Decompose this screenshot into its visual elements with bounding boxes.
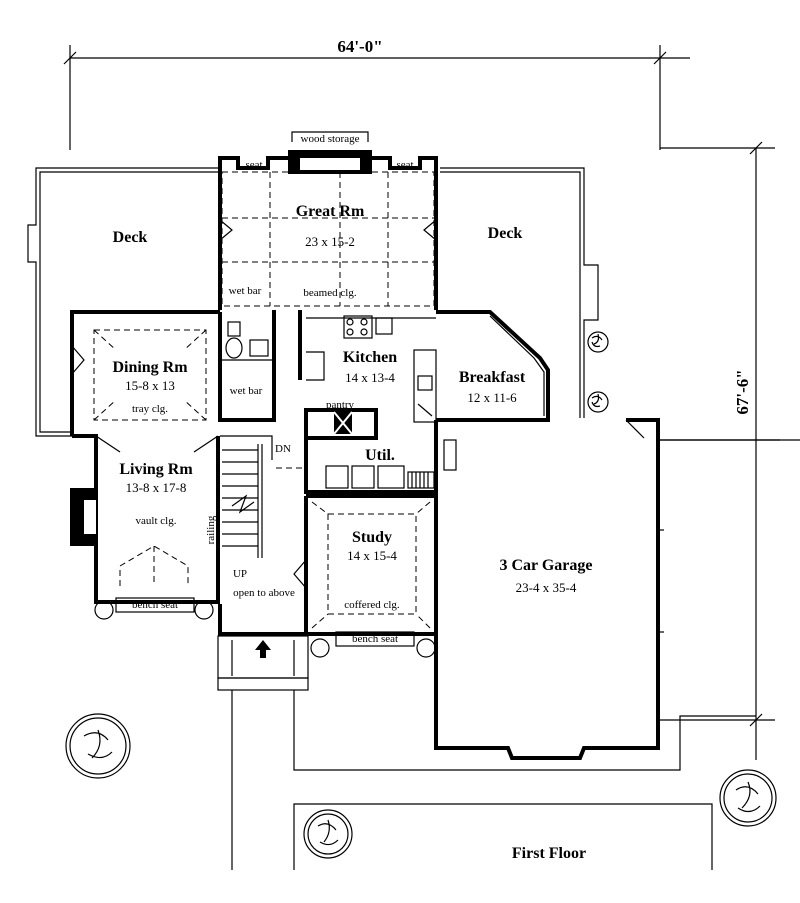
tree-icon [65, 713, 777, 859]
breakfast-name: Breakfast [459, 369, 526, 386]
up-label: UP [233, 568, 247, 580]
bench-seat-right-label: bench seat [352, 633, 398, 645]
deck-right [440, 167, 599, 418]
util-grill [407, 471, 435, 489]
wood-storage-label: wood storage [301, 133, 360, 145]
deck-right-name: Deck [488, 225, 523, 242]
seat-right-label: seat [396, 159, 413, 171]
util-name: Util. [365, 447, 395, 464]
great-room-walls [218, 131, 438, 310]
deck-left-name: Deck [113, 229, 148, 246]
pantry-label: pantry [326, 399, 355, 411]
overall-width-label: 64'-0" [337, 37, 382, 56]
kitchen-size: 14 x 13-4 [345, 370, 395, 385]
dining-room-walls [70, 310, 220, 436]
dining-room-note: tray clg. [132, 403, 168, 415]
kitchen-walls [298, 310, 437, 423]
seat-left-label: seat [245, 159, 262, 171]
great-room-size: 23 x 15-2 [305, 234, 355, 249]
front-stoop [217, 635, 309, 691]
dining-room-name: Dining Rm [112, 359, 188, 376]
dining-room-size: 15-8 x 13 [125, 378, 175, 393]
kitchen-name: Kitchen [343, 349, 397, 366]
garage-name: 3 Car Garage [499, 557, 592, 574]
bench-seat-left-label: bench seat [132, 599, 178, 611]
railing-label: railing [205, 515, 217, 544]
width-dimension [63, 45, 690, 150]
depth-dimension [660, 141, 780, 760]
foyer-walls [218, 496, 308, 636]
deck-left [27, 167, 220, 437]
great-room-name: Great Rm [296, 203, 365, 220]
overall-depth-label: 67'-6" [733, 369, 752, 414]
living-room-size: 13-8 x 17-8 [126, 480, 187, 495]
great-room-note: beamed clg. [303, 287, 356, 299]
living-room-walls [70, 434, 220, 613]
wet-bar-bottom-label: wet bar [230, 385, 263, 397]
study-note: coffered clg. [344, 599, 400, 611]
wet-bar-area [218, 310, 276, 422]
study-walls [306, 494, 438, 647]
living-room-name: Living Rm [119, 461, 193, 478]
driveway [231, 439, 800, 870]
stairs [220, 435, 306, 558]
wet-bar-top-label: wet bar [229, 285, 262, 297]
dn-label: DN [275, 443, 291, 455]
study-size: 14 x 15-4 [347, 548, 397, 563]
open-to-above-label: open to above [233, 587, 295, 599]
floor-caption: First Floor [512, 845, 586, 862]
shrub-icon [94, 331, 609, 658]
garage-walls [434, 418, 664, 760]
breakfast-walls [436, 310, 550, 422]
garage-size: 23-4 x 35-4 [516, 580, 577, 595]
living-room-note: vault clg. [136, 515, 177, 527]
study-name: Study [352, 529, 392, 546]
breakfast-size: 12 x 11-6 [467, 390, 517, 405]
